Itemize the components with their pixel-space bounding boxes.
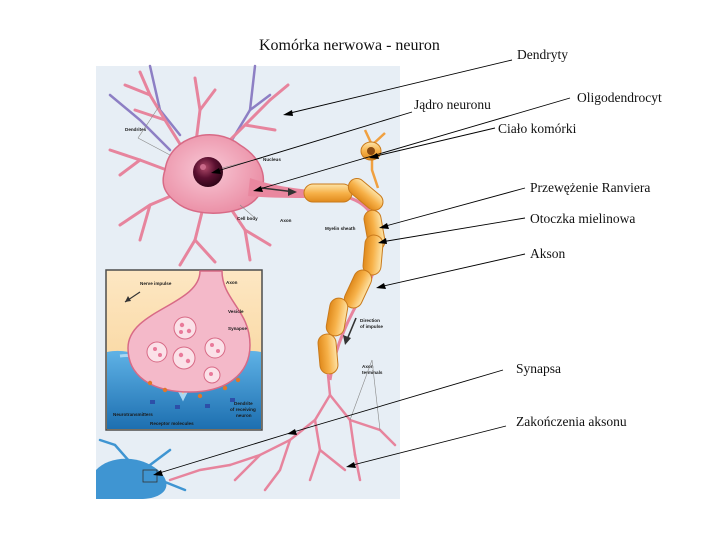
inset-label-vesicle: Vesicle bbox=[228, 309, 244, 314]
leader-dendryty bbox=[285, 59, 513, 115]
label-oligodendrocyt: Oligodendrocyt bbox=[577, 90, 662, 105]
leader-zakonczenia bbox=[348, 425, 507, 467]
label-zakonczenia-aksonu: Zakończenia aksonu bbox=[516, 414, 627, 429]
leader-oligodendrocyt bbox=[255, 97, 571, 191]
figure-label-terminals-line2: terminals bbox=[362, 370, 383, 375]
myelin-segment bbox=[362, 234, 384, 276]
myelin-segments bbox=[303, 177, 386, 375]
figure-label-direction-line1: Direction bbox=[360, 318, 380, 323]
label-jadro-neuronu: Jądro neuronu bbox=[414, 97, 491, 112]
nucleus bbox=[193, 157, 223, 187]
inset-label-dendrite-line2: of receiving bbox=[230, 407, 256, 412]
inset-label-neurotransmitters: Neurotransmitters bbox=[113, 412, 153, 417]
leader-cialo bbox=[371, 127, 496, 158]
leader-synapsa-1 bbox=[289, 369, 504, 434]
impulse-arrowhead-body bbox=[288, 188, 297, 196]
callout-arrowheads bbox=[153, 110, 389, 476]
callout-lines bbox=[155, 59, 571, 475]
leader-ranvier bbox=[381, 187, 526, 228]
myelin-segment bbox=[317, 333, 339, 375]
label-przewezenie-ranviera: Przewężenie Ranviera bbox=[530, 180, 651, 195]
label-cialo-komorki: Ciało komórki bbox=[498, 121, 577, 136]
inset-label-synapse: Synapse bbox=[228, 326, 247, 331]
figure-label-direction-line2: of impulse bbox=[360, 324, 383, 329]
myelin-segment bbox=[347, 177, 384, 211]
label-synapsa: Synapsa bbox=[516, 361, 561, 376]
figure-label-dendrites: Dendrites bbox=[125, 127, 147, 132]
figure-label-myelin-sheath: Myelin sheath bbox=[325, 226, 356, 231]
inset-label-nerve-impulse: Nerve impulse bbox=[140, 281, 172, 286]
diagram-title: Komórka nerwowa - neuron bbox=[259, 37, 440, 54]
figure-label-axon: Axon bbox=[280, 218, 292, 223]
myelin-segment bbox=[343, 269, 373, 309]
impulse-arrowhead-axon bbox=[343, 335, 351, 345]
leader-jadro bbox=[213, 111, 413, 173]
inset-label-axon: Axon bbox=[226, 280, 238, 285]
label-akson: Akson bbox=[530, 246, 566, 261]
figure-label-nucleus: Nucleus bbox=[263, 157, 281, 162]
myelin-segment bbox=[303, 183, 353, 203]
nucleolus bbox=[200, 164, 206, 170]
label-otoczka-mielinowa: Otoczka mielinowa bbox=[530, 211, 636, 226]
inset-label-dendrite-line1: Dendrite bbox=[234, 401, 253, 406]
leader-synapsa-2 bbox=[155, 432, 291, 475]
synapse-inset: Nerve impulse Axon Vesicle Synapse Neuro… bbox=[105, 269, 263, 431]
receiving-neuron bbox=[96, 438, 187, 499]
leader-akson bbox=[378, 253, 526, 288]
figure-label-terminals-line1: Axon bbox=[362, 364, 374, 369]
label-dendryty: Dendryty bbox=[517, 47, 568, 62]
myelin-segment bbox=[325, 297, 349, 337]
leader-mielina bbox=[380, 217, 526, 243]
inset-label-dendrite-line3: neuron bbox=[236, 413, 252, 418]
figure-label-cell-body: Cell body bbox=[237, 216, 258, 221]
inset-label-receptor-molecules: Receptor molecules bbox=[150, 421, 194, 426]
